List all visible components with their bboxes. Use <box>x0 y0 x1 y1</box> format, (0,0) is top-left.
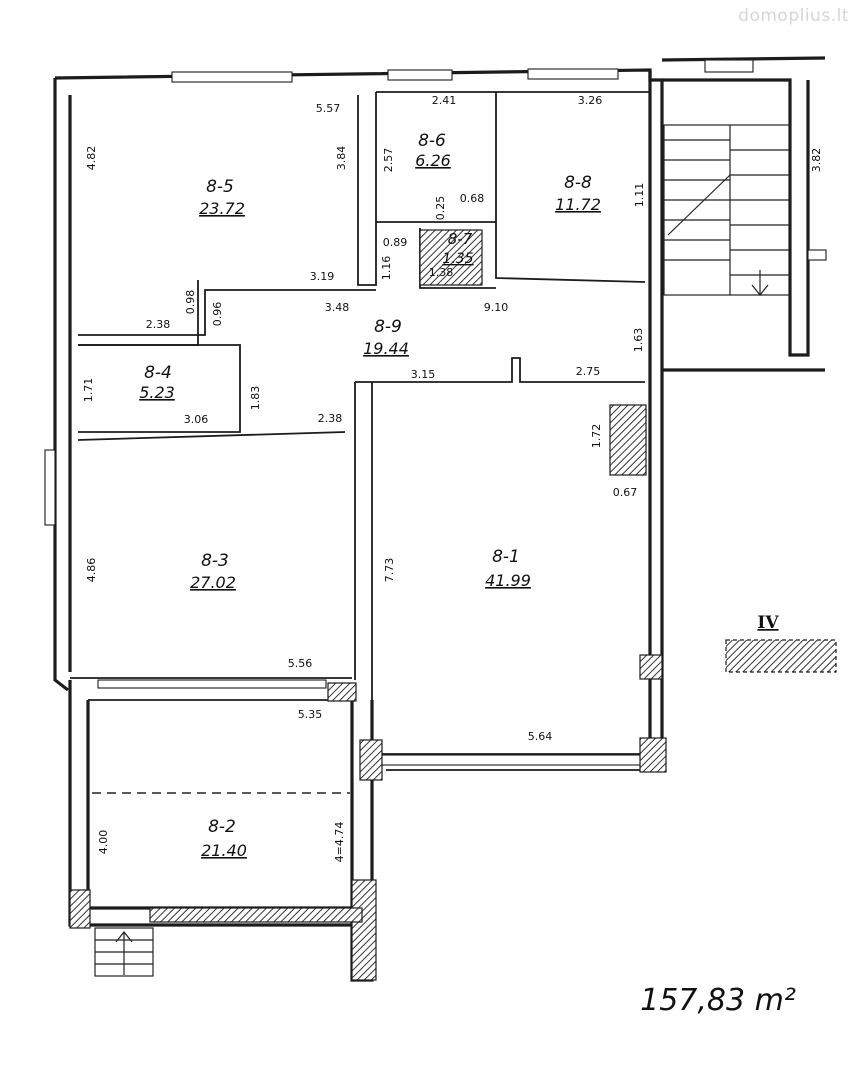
dim-label: 0.25 <box>434 196 447 221</box>
staircase <box>663 124 791 296</box>
dim-label: 1.38 <box>429 266 454 279</box>
dim-label: 0.96 <box>211 302 224 327</box>
room-8-2-area: 21.40 <box>201 841 247 860</box>
dim-label: 3.15 <box>411 368 436 381</box>
dim-label: 0.68 <box>460 192 485 205</box>
room-8-1-id: 8-1 <box>492 547 520 567</box>
dim-label: 4.00 <box>97 830 110 855</box>
room-8-3-area: 27.02 <box>190 573 236 592</box>
wall-columns <box>69 229 837 981</box>
dim-label: 5.56 <box>288 657 313 670</box>
dim-label: 0.89 <box>383 236 408 249</box>
dim-label: 9.10 <box>484 301 509 314</box>
room-8-9-area: 19.44 <box>363 339 409 358</box>
room-8-8-area: 11.72 <box>555 195 601 214</box>
room-8-2-id: 8-2 <box>208 817 236 837</box>
interior-walls <box>70 91 662 794</box>
room-8-5-area: 23.72 <box>199 199 245 218</box>
room-8-4-area: 5.23 <box>139 383 175 402</box>
dim-label: 2.75 <box>576 365 601 378</box>
dim-label: 2.57 <box>382 148 395 173</box>
dim-label: 5.64 <box>528 730 553 743</box>
dim-label: 2.38 <box>146 318 171 331</box>
dim-label: 1.72 <box>590 424 603 449</box>
room-8-1-area: 41.99 <box>485 571 531 590</box>
room-8-5-id: 8-5 <box>206 177 234 197</box>
room-8-3-id: 8-3 <box>201 551 229 571</box>
room-8-8-id: 8-8 <box>564 173 592 193</box>
dim-label: 0.98 <box>184 290 197 315</box>
room-8-7-id: 8-7 <box>448 230 473 248</box>
watermark: domoplius.lt <box>738 6 849 26</box>
room-8-6-id: 8-6 <box>418 131 446 151</box>
room-labels: 8-5 23.72 8-6 6.26 8-7 1.35 8-8 11.72 8-… <box>139 131 601 860</box>
room-8-7-area: 1.35 <box>442 251 473 267</box>
dim-label: 1.63 <box>632 328 645 353</box>
room-8-6-area: 6.26 <box>415 151 451 170</box>
dim-label: 3.26 <box>578 94 603 107</box>
dim-label: 3.06 <box>184 413 209 426</box>
section-label: IV <box>757 613 779 633</box>
dim-label: 1.11 <box>633 183 646 208</box>
dim-label: 3.19 <box>310 270 335 283</box>
dim-label: 1.83 <box>249 386 262 411</box>
room-8-9-id: 8-9 <box>374 317 402 337</box>
dim-label: 2.38 <box>318 412 343 425</box>
dim-label: 5.57 <box>316 102 341 115</box>
dim-label: 2.41 <box>432 94 457 107</box>
dim-label: 7.73 <box>383 558 396 583</box>
dim-label: 0.67 <box>613 486 638 499</box>
windows <box>44 59 827 766</box>
dim-label: 1.16 <box>380 256 393 281</box>
room-8-4-id: 8-4 <box>144 363 172 383</box>
dim-label: 4=4.74 <box>333 822 346 863</box>
dim-label: 4.82 <box>85 146 98 171</box>
dim-label: 1.71 <box>82 378 95 403</box>
total-area: 157,83 m² <box>640 983 796 1018</box>
dim-label: 3.82 <box>810 148 823 173</box>
dimension-labels: 5.57 4.82 3.84 2.41 3.26 2.57 0.68 0.25 … <box>82 94 823 862</box>
dim-label: 3.84 <box>335 146 348 171</box>
dim-label: 3.48 <box>325 301 350 314</box>
dim-label: 4.86 <box>85 558 98 583</box>
dim-label: 5.35 <box>298 708 323 721</box>
entry-steps <box>94 927 154 977</box>
